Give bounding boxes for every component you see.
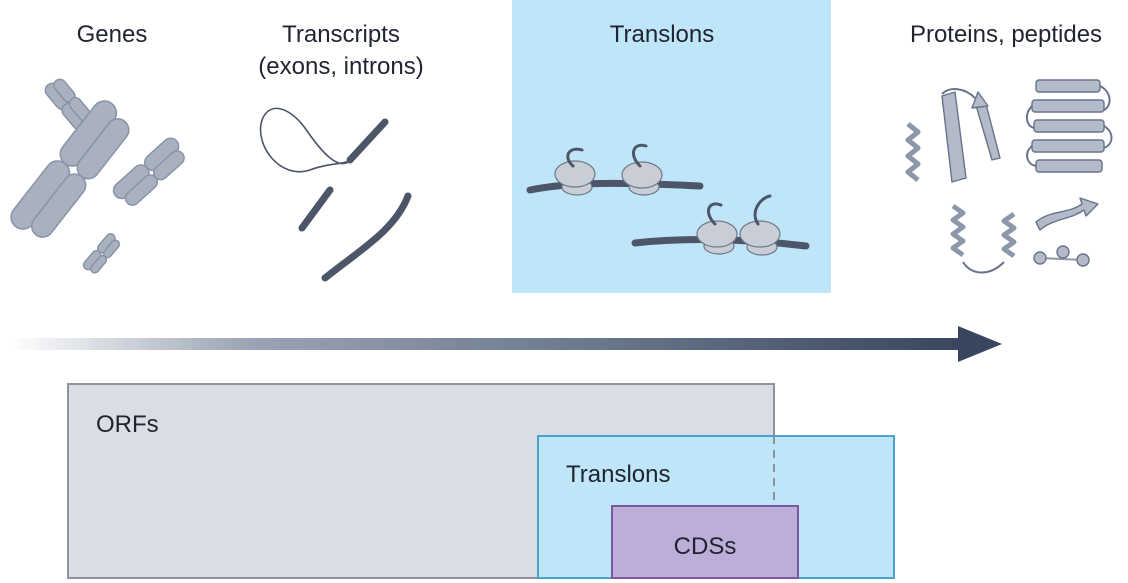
translons-box-label: Translons: [566, 461, 670, 488]
stage-label-transcripts-sub: (exons, introns): [258, 53, 423, 80]
rna-transcript-icon: [259, 107, 412, 282]
stage-label-transcripts: Transcripts: [282, 21, 400, 48]
cdss-box-label: CDSs: [674, 533, 737, 560]
cdss-box: [611, 505, 799, 579]
progression-arrow: [8, 326, 1002, 362]
ribosome-icon: [526, 143, 810, 256]
stage-label-genes: Genes: [77, 21, 148, 48]
stage-label-translons: Translons: [610, 21, 714, 48]
protein-structure-icon: [905, 79, 1113, 274]
orfs-box-label: ORFs: [96, 411, 159, 438]
chromosome-icon: [10, 78, 185, 274]
stage-label-proteins: Proteins, peptides: [910, 21, 1102, 48]
